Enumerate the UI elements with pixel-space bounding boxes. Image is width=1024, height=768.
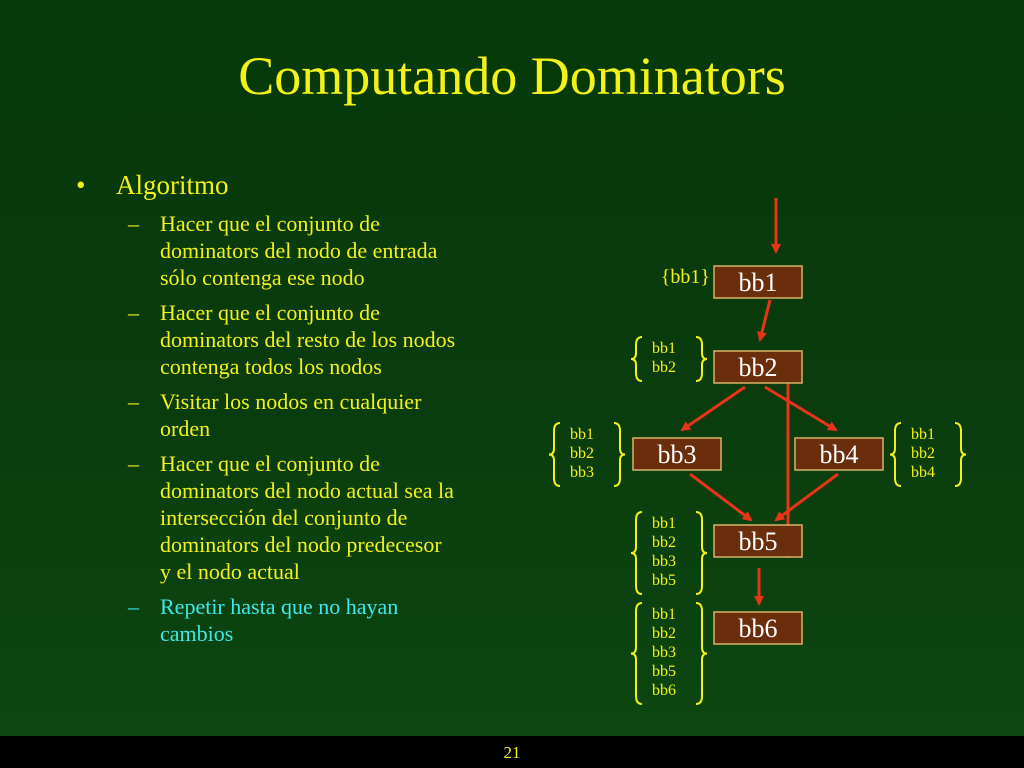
subbullet-marker: – [128,594,139,619]
open-brace [630,602,643,705]
dominator-set-item: bb1 [911,426,935,443]
node-bb2: bb2 [713,350,803,384]
close-brace [695,336,708,382]
dominator-set-item: bb2 [570,445,594,462]
footer-bar: 21 [0,736,1024,768]
subbullet-line: orden [160,416,211,441]
subbullet-line: intersección del conjunto de [160,505,408,530]
node-label: bb3 [658,440,697,469]
subbullet-marker: – [128,211,139,236]
dominator-set-item: bb1 [570,426,594,443]
subbullet-line: dominators del nodo de entrada [160,238,438,263]
close-brace [695,602,708,705]
dominator-set-bb6: bb1 bb2 bb3 bb5 bb6 [630,602,708,705]
close-brace [613,422,626,487]
subbullet-line: dominators del nodo predecesor [160,532,442,557]
dominator-set-item: bb2 [652,625,676,642]
node-bb6: bb6 [713,611,803,645]
open-brace [889,422,902,487]
slide-title: Computando Dominators [238,46,786,106]
node-bb4: bb4 [794,437,884,471]
dominator-set-item: bb1 [652,515,676,532]
dominator-set-item: bb1 [652,606,676,623]
node-label: bb1 [739,268,778,297]
dominator-set-item: bb1 [652,340,676,357]
dominator-set-bb4: bb1 bb2 bb4 [889,422,967,487]
node-bb1: bb1 [713,265,803,299]
node-bb3: bb3 [632,437,722,471]
open-brace [630,336,643,382]
node-label: bb2 [739,353,778,382]
node-label: bb5 [739,527,778,556]
subbullet-line: contenga todos los nodos [160,354,382,379]
subbullet-line: Visitar los nodos en cualquier [160,389,422,414]
subbullet-line: Hacer que el conjunto de [160,300,380,325]
dominator-set-bb3: bb1 bb2 bb3 [548,422,626,487]
subbullet-line: dominators del resto de los nodos [160,327,456,352]
dominator-set-bb5: bb1 bb2 bb3 bb5 [630,511,708,595]
dominator-set-item: bb3 [652,644,676,661]
close-brace [954,422,967,487]
edge-bb4-bb5 [774,472,839,522]
node-bb5: bb5 [713,524,803,558]
open-brace [548,422,561,487]
page-number: 21 [503,743,521,762]
edge-bb1-bb2 [757,299,772,342]
edge-bb2-bb3 [680,385,746,432]
subbullet-marker: – [128,300,139,325]
dominator-set-item: bb6 [652,682,676,699]
subbullet-line: dominators del nodo actual sea la [160,478,454,503]
dominator-set-item: bb2 [652,359,676,376]
dominator-set-item: bb3 [570,464,594,481]
dominator-set-item: bb4 [911,464,935,481]
subbullet-line: cambios [160,621,234,646]
bullet-algoritmo: • Algoritmo [76,168,556,202]
subbullet-line: Hacer que el conjunto de [160,451,380,476]
subbullet-line: sólo contenga ese nodo [160,265,365,290]
subbullet-line: Repetir hasta que no hayan [160,594,399,619]
subbullet-marker: – [128,389,139,414]
edge-bb3-bb5 [689,472,753,522]
open-brace [630,511,643,595]
subbullet-line: y el nodo actual [160,559,300,584]
close-brace [695,511,708,595]
dominator-set-item: bb5 [652,663,676,680]
dominator-set-item: bb5 [652,572,676,589]
dominator-set-item: bb3 [652,553,676,570]
bullet-marker: • [76,170,86,200]
subbullet-marker: – [128,451,139,476]
node-label: bb6 [739,614,778,643]
subbullet-line: Hacer que el conjunto de [160,211,380,236]
dominator-set-item: bb2 [652,534,676,551]
dominator-set-bb1: {bb1} [661,266,710,288]
bullet-text: Algoritmo [116,170,229,200]
dominator-set-item: bb2 [911,445,935,462]
node-label: bb4 [820,440,859,469]
edge-bb2-bb4 [764,385,838,432]
